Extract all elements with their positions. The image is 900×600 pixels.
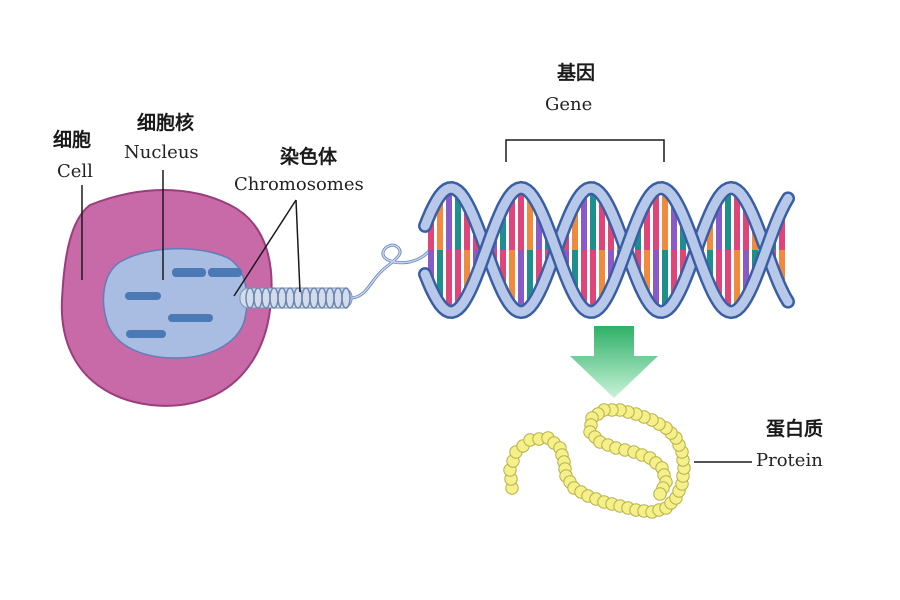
base-pair-segment — [464, 250, 470, 297]
base-pair-segment — [608, 211, 614, 250]
base-pair-segment — [716, 196, 722, 250]
base-pair-segment — [536, 206, 542, 250]
nucleus-label-zh: 细胞核 — [137, 112, 195, 134]
cell-label-en: Cell — [57, 161, 93, 182]
chromatin-strand — [168, 314, 213, 322]
base-pair-segment — [671, 250, 677, 302]
base-pair-segment — [455, 190, 461, 250]
base-pair-segment — [464, 203, 470, 250]
base-pair-segment — [446, 188, 452, 250]
base-pair-segment — [590, 188, 596, 250]
base-pair-segment — [500, 207, 506, 250]
base-pair-segment — [644, 250, 650, 301]
base-pair-segment — [734, 250, 740, 310]
chromatin-strand — [208, 268, 242, 277]
base-pair-segment — [428, 211, 434, 250]
base-pair-segment — [608, 250, 614, 289]
base-pair-segment — [572, 203, 578, 250]
nucleus-icon — [102, 247, 248, 359]
base-pair-segment — [518, 188, 524, 250]
chromosome-pointer-1 — [233, 199, 297, 297]
gene-bracket — [505, 139, 665, 162]
gene-label-en: Gene — [545, 94, 593, 115]
chromosome-pointer-2 — [295, 199, 301, 293]
protein-label-zh: 蛋白质 — [766, 418, 824, 440]
chromatin-strand — [172, 268, 206, 277]
base-pair-segment — [500, 250, 506, 293]
base-pair-segment — [644, 199, 650, 250]
down-arrow-icon — [570, 326, 658, 398]
base-pair-segment — [455, 250, 461, 310]
chromatin-strand — [125, 292, 161, 300]
base-pair-segment — [662, 250, 668, 312]
amino-acid-bead — [653, 487, 667, 501]
nucleus-label-en: Nucleus — [124, 142, 199, 163]
base-pair-segment — [671, 198, 677, 250]
coil-ring — [341, 287, 351, 309]
gene-label-zh: 基因 — [557, 62, 596, 84]
base-pair-segment — [599, 195, 605, 250]
base-pair-segment — [653, 189, 659, 250]
base-pair-segment — [590, 250, 596, 312]
base-pair-segment — [437, 250, 443, 305]
base-pair-segment — [437, 195, 443, 250]
base-pair-segment — [536, 250, 542, 294]
chromosome-coil-icon — [239, 243, 432, 309]
base-pair-segment — [716, 250, 722, 304]
dna-backbone — [420, 183, 793, 317]
base-pair-segment — [725, 250, 731, 312]
base-pair-segment — [725, 188, 731, 250]
base-pair-segment — [518, 250, 524, 312]
base-pair-segment — [743, 250, 749, 299]
base-pair-segment — [734, 190, 740, 250]
chromatin-strand — [126, 330, 166, 338]
base-pair-segment — [446, 250, 452, 312]
chromosomes-label-zh: 染色体 — [280, 146, 338, 168]
chromosomes-label-en: Chromosomes — [234, 174, 364, 195]
base-pair-segment — [509, 250, 515, 307]
protein-label-en: Protein — [756, 450, 823, 471]
base-pair-segment — [662, 188, 668, 250]
protein-chain-icon — [503, 403, 691, 519]
chromatin-strands — [125, 268, 242, 338]
base-pair-segment — [743, 201, 749, 250]
pointer-lines — [81, 139, 752, 463]
base-pair-segment — [779, 209, 785, 250]
base-pair-segment — [599, 250, 605, 305]
base-pair-segment — [572, 250, 578, 297]
base-pair-segment — [581, 191, 587, 250]
base-pair-segment — [653, 250, 659, 311]
base-pair-segment — [581, 250, 587, 309]
dna-helix-icon — [418, 180, 795, 320]
cell-label-zh: 细胞 — [53, 129, 92, 151]
base-pair-segment — [428, 250, 434, 289]
base-pair-segment — [509, 193, 515, 250]
base-pair-segment — [779, 250, 785, 291]
base-pair-segment — [527, 192, 533, 250]
base-pair-segment — [527, 250, 533, 308]
